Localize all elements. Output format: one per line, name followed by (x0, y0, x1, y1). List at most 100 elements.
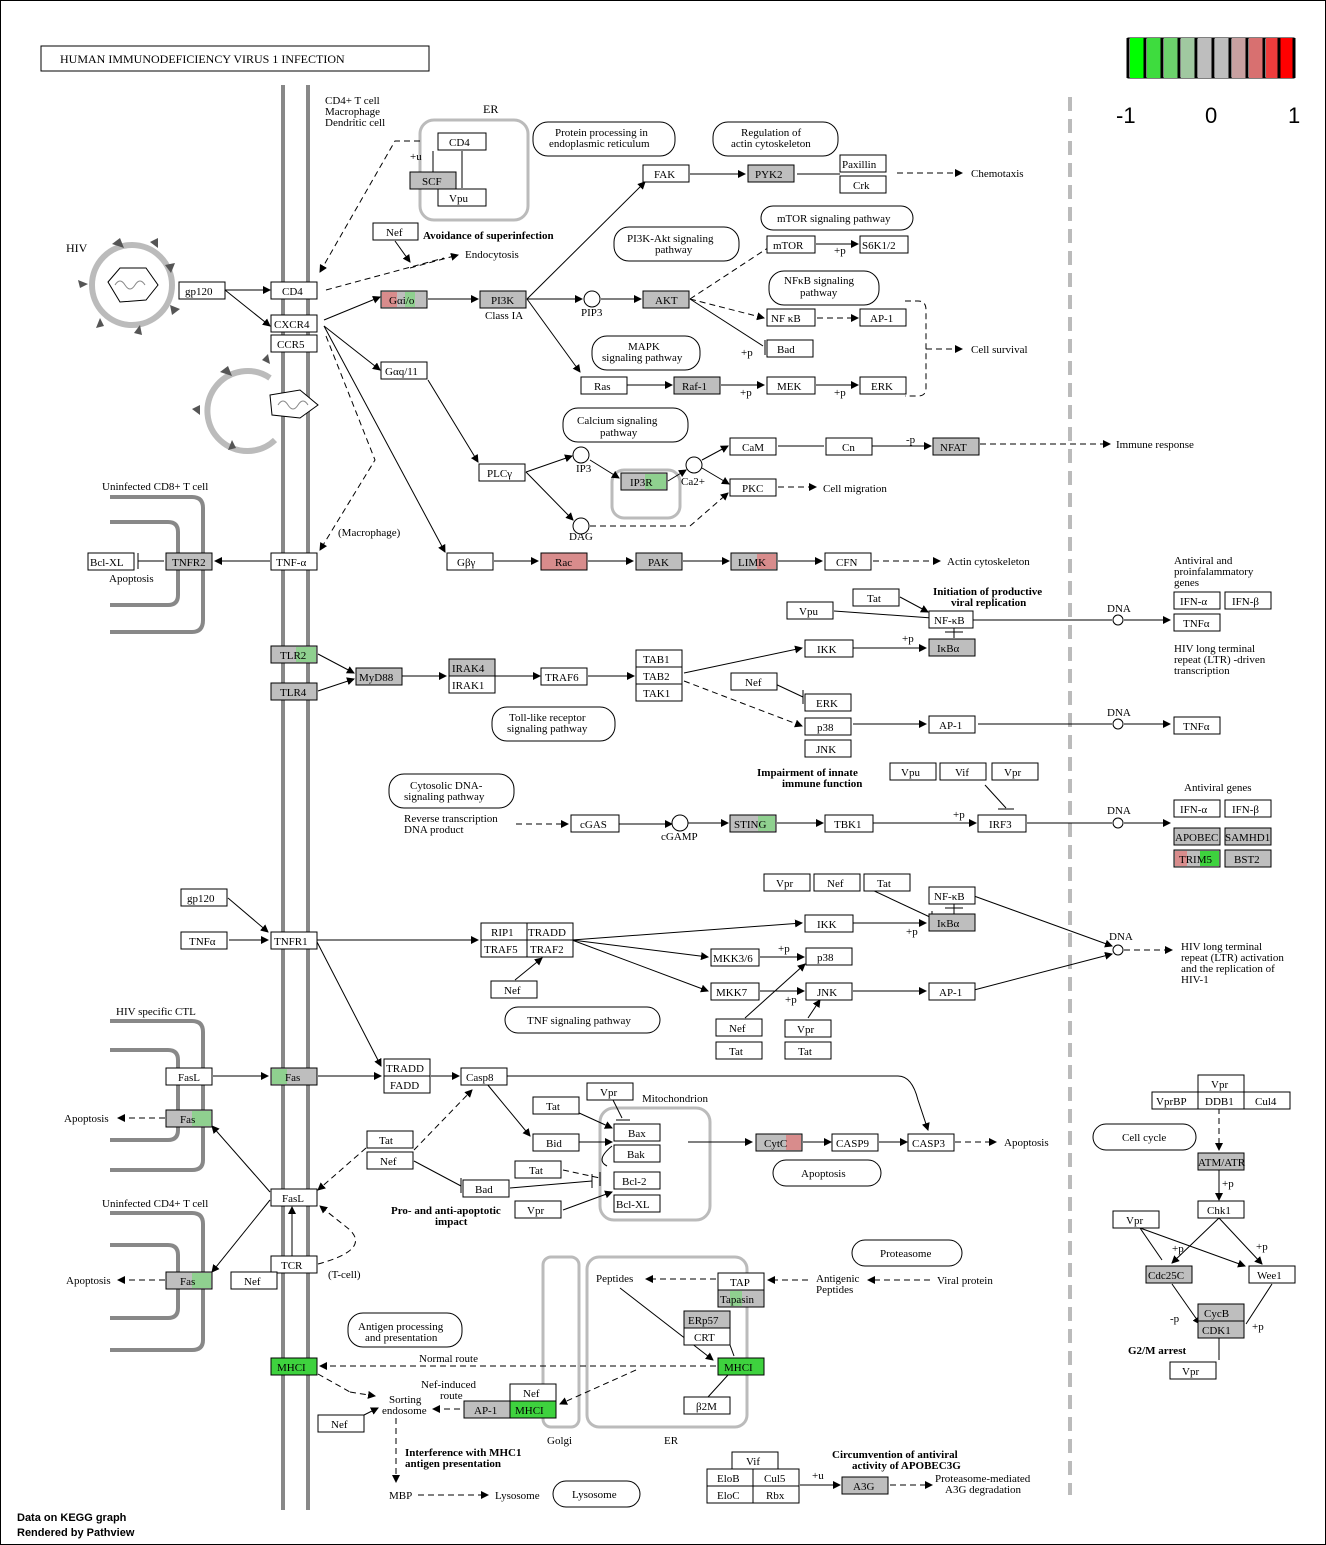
gene-node[interactable]: PYK2 (747, 164, 795, 183)
gene-node[interactable]: TAK1 (635, 683, 683, 702)
gene-node[interactable]: Ras (580, 376, 628, 395)
gene-node[interactable]: EloC (706, 1485, 754, 1504)
gene-node[interactable]: IKK (804, 639, 854, 658)
gene-node[interactable]: CaM (729, 437, 777, 456)
gene-node[interactable]: JNK (804, 739, 852, 758)
pathway-protein-processing[interactable] (532, 121, 676, 157)
gene-node[interactable]: Vpr (1169, 1361, 1217, 1380)
gene-node[interactable]: Bcl-2 (613, 1171, 661, 1190)
gene-node[interactable]: Bcl-XL (613, 1194, 661, 1213)
gene-node[interactable]: Raf-1 (673, 376, 721, 395)
gene-node[interactable]: IκBα (928, 638, 976, 657)
gene-node[interactable]: CRT (683, 1327, 731, 1346)
gene-node[interactable]: FADD (383, 1075, 431, 1094)
gene-node[interactable]: PLCγ (478, 463, 526, 482)
gene-node[interactable]: TNF-α (270, 552, 318, 571)
gene-node[interactable]: Vpr (1112, 1210, 1160, 1229)
gene-node[interactable]: Vpu (889, 762, 937, 781)
gene-node[interactable]: NF-κB (928, 886, 976, 905)
gene-node[interactable]: AKT (642, 290, 690, 309)
pathway-apoptosis[interactable] (772, 1159, 882, 1187)
pathway-cell-cycle[interactable] (1092, 1123, 1197, 1151)
gene-node[interactable]: Tat (532, 1096, 580, 1115)
gene-node[interactable]: TAB2 (635, 666, 683, 685)
gene-node[interactable]: AP-1 (463, 1400, 511, 1419)
gene-node[interactable]: Fas (165, 1109, 213, 1128)
pathway-antigen-processing[interactable] (347, 1312, 463, 1348)
gene-node[interactable]: CytC (755, 1133, 803, 1152)
pathway-calcium[interactable] (562, 407, 689, 443)
gene-node[interactable]: Tat (863, 873, 911, 892)
gene-node[interactable]: BST2 (1224, 849, 1272, 868)
gene-node[interactable]: IFN-α (1173, 591, 1221, 610)
gene-node[interactable]: Bid (532, 1133, 580, 1152)
gene-node[interactable]: TNFR1 (270, 931, 318, 950)
gene-node[interactable]: Tat (852, 588, 900, 607)
gene-node[interactable]: cGAS (570, 814, 620, 833)
gene-node[interactable]: MyD88 (355, 667, 403, 686)
gene-node[interactable]: Nef (813, 873, 861, 892)
gene-node[interactable]: CD4 (437, 132, 487, 151)
gene-node[interactable]: Vif (939, 762, 987, 781)
gene-node[interactable]: Nef (372, 222, 419, 241)
gene-node[interactable]: Tat (366, 1130, 414, 1149)
pathway-links[interactable]: Protein processing in endoplasmic reticu… (347, 121, 1197, 1508)
gene-node[interactable]: Vif (731, 1451, 779, 1470)
gene-node[interactable]: TRIM5 (1173, 849, 1221, 868)
gene-node[interactable]: p38 (804, 717, 852, 736)
gene-node[interactable]: FasL (165, 1067, 213, 1086)
gene-node[interactable]: Rbx (752, 1485, 800, 1504)
gene-node[interactable]: PKC (729, 478, 777, 497)
gene-node[interactable]: RIP1 (480, 922, 528, 941)
gene-node[interactable]: Tat (784, 1041, 832, 1060)
gene-node[interactable]: Vpu (786, 601, 834, 620)
pathway-nfkb[interactable] (768, 270, 880, 306)
gene-node[interactable]: LIMK (730, 552, 778, 571)
gene-node[interactable]: MHCI (270, 1357, 318, 1376)
gene-node[interactable]: Crk (839, 175, 887, 194)
gene-node[interactable]: ERp57 (683, 1310, 731, 1329)
gene-node[interactable]: mTOR (766, 235, 816, 254)
gene-node[interactable]: CASP9 (831, 1133, 879, 1152)
gene-node[interactable]: TRADD (383, 1058, 431, 1077)
gene-node[interactable]: TAP (717, 1272, 765, 1291)
gene-node[interactable]: Vpr (763, 873, 811, 892)
pathway-proteasome[interactable] (851, 1239, 963, 1267)
gene-node[interactable]: MHCI (717, 1357, 765, 1376)
gene-node[interactable]: Nef (715, 1018, 763, 1037)
gene-node[interactable]: Nef (509, 1383, 557, 1402)
gene-node[interactable]: Cdc25C (1145, 1265, 1193, 1284)
gene-node[interactable]: Casp8 (460, 1067, 508, 1086)
gene-node[interactable]: IRAK1 (448, 675, 496, 694)
gene-node[interactable]: TRAF2 (526, 939, 574, 958)
pathway-mtor[interactable] (760, 205, 914, 231)
gene-node[interactable]: EloB (706, 1468, 754, 1487)
gene-node[interactable]: VprBP (1151, 1091, 1199, 1110)
gene-node[interactable]: IRAK4 (448, 658, 496, 677)
gene-node[interactable]: CXCR4 (270, 314, 318, 333)
gene-node[interactable]: TLR4 (270, 682, 318, 701)
gene-node[interactable]: IκBα (928, 913, 976, 932)
gene-node[interactable]: PAK (635, 552, 683, 571)
gene-node[interactable]: Vpr (991, 762, 1039, 781)
gene-node[interactable]: SAMHD1 (1224, 827, 1272, 846)
gene-node[interactable]: TNFα (1173, 613, 1221, 632)
gene-node[interactable]: DDB1 (1197, 1091, 1245, 1110)
gene-node[interactable]: IFN-β (1224, 799, 1272, 818)
gene-node[interactable]: ERK (804, 693, 852, 712)
gene-node[interactable]: Fas (270, 1067, 318, 1086)
gene-node[interactable]: CD4 (270, 281, 318, 300)
gene-node[interactable]: FAK (642, 164, 690, 183)
gene-node[interactable]: TCR (270, 1255, 318, 1274)
gene-node[interactable]: Cn (825, 437, 873, 456)
pathway-regulation-actin[interactable] (712, 121, 839, 157)
gene-node[interactable]: CycB (1197, 1303, 1245, 1322)
gene-node[interactable]: MHCI (509, 1400, 557, 1419)
gene-node[interactable]: JNK (805, 982, 853, 1001)
gene-node[interactable]: S6K1/2 (859, 235, 909, 254)
pathway-tnf[interactable] (504, 1006, 661, 1034)
pathway-cytosolic-dna[interactable] (388, 773, 515, 809)
gene-node[interactable]: CASP3 (907, 1133, 955, 1152)
gene-node[interactable]: MKK3/6 (710, 948, 760, 967)
gene-node[interactable]: TBK1 (824, 814, 874, 833)
